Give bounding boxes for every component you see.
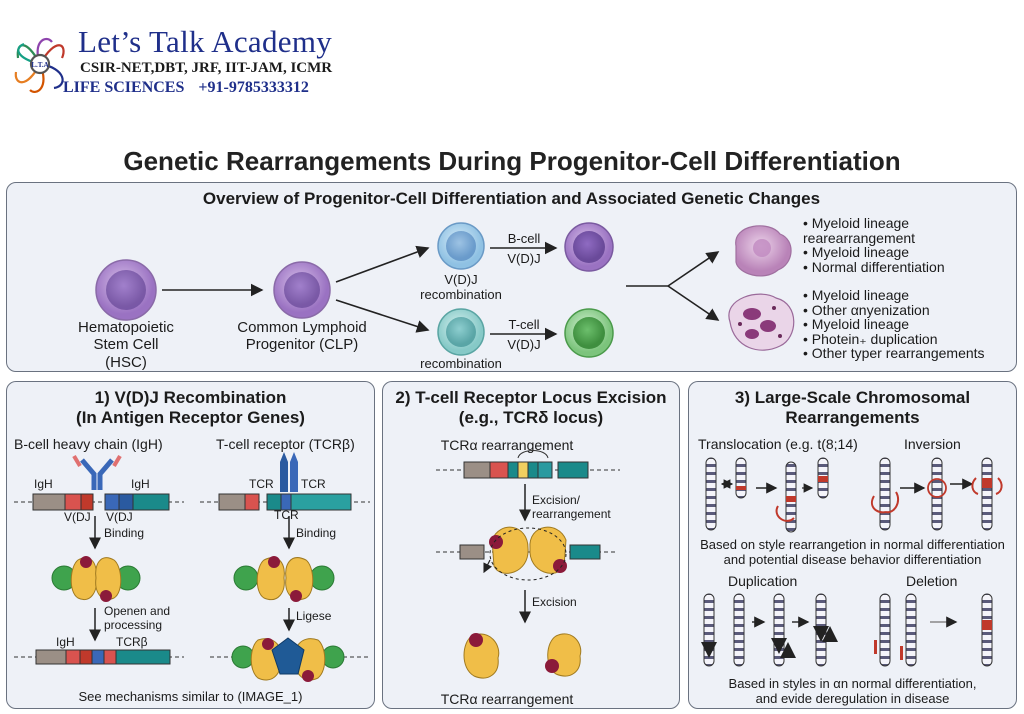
myeloid-cell-icon <box>735 225 792 277</box>
tcrb-label-bottom: TCRβ <box>116 635 148 649</box>
dna-segment-icon <box>436 450 620 479</box>
t-cell-label: T-cell <box>508 317 540 332</box>
list-item: Other typer rearrangements <box>803 346 985 361</box>
igh-label-bottom: IgH <box>56 635 75 649</box>
chromosome-icon <box>701 593 838 667</box>
chromosomal-bottom-caption: Based in styles in αn normal differentia… <box>728 676 977 706</box>
openen-label: Openen and processing <box>104 604 171 632</box>
binding-label-left: Binding <box>104 526 145 540</box>
vdj-panel-title: 1) V(D)J Recombination (In Antigen Recep… <box>76 388 305 427</box>
chromosome-icon <box>705 457 829 533</box>
tcra-bottom-label: TCRα rearrangement <box>440 691 574 707</box>
chromosome-icon <box>870 457 1003 531</box>
b-cell-label: B-cell <box>507 231 541 246</box>
recombination-label: recombination <box>420 356 502 371</box>
t-precursor-cell-icon <box>437 308 485 356</box>
svg-text:L.T.A: L.T.A <box>31 61 48 69</box>
ligese-label: Ligese <box>296 609 332 623</box>
vdj-panel-footer: See mechanisms similar to (IMAGE_1) <box>78 689 303 704</box>
arrow-icon <box>335 299 430 333</box>
recombinase-enzyme-icon <box>51 556 141 602</box>
dna-segment-icon <box>14 493 184 511</box>
duplication-label: Duplication <box>728 573 798 589</box>
vdj-label-left: V(DJ <box>64 510 91 524</box>
tcr-label-bottom: TCR <box>274 508 299 522</box>
tcr-receptor-icon <box>280 452 298 492</box>
clp-label: Common Lymphoid Progenitor (CLP) <box>237 319 367 354</box>
recombinase-enzyme-icon <box>233 556 335 602</box>
list-item: Photein₊ duplication <box>803 331 985 347</box>
deletion-label: Deletion <box>906 573 958 589</box>
ligase-enzyme-icon <box>210 637 370 682</box>
recombinase-enzyme-icon <box>463 633 582 679</box>
b-cell-icon <box>564 222 614 272</box>
chromosomal-panel-title: 3) Large-Scale Chromosomal Rearrangement… <box>734 388 971 427</box>
tcrb-heading: T-cell receptor (TCRβ) <box>216 436 355 452</box>
brand-subject: LIFE SCIENCES +91-9785333312 <box>63 79 309 97</box>
brand-name: Let’s Talk Academy <box>78 24 333 59</box>
list-item: Myeloid lineage <box>803 288 985 303</box>
igh-heading: B-cell heavy chain (IgH) <box>14 436 163 452</box>
t-vdj-label: V(D)J <box>507 337 541 352</box>
page-title: Genetic Rearrangements During Progenitor… <box>123 146 901 176</box>
tcr-label-right: TCR <box>301 477 326 491</box>
outcome-list-bottom: Myeloid lineage Other αnyenization Myelo… <box>803 288 985 361</box>
t-cell-icon <box>564 308 614 358</box>
hsc-cell-icon <box>95 259 157 321</box>
arrow-icon <box>335 245 430 283</box>
vdj-recombination-label: V(D)J recombination <box>420 272 502 302</box>
tcra-top-label: TCRα rearrangement <box>440 437 574 453</box>
excision-label: Excision <box>532 595 577 609</box>
granulocyte-cell-icon <box>728 293 795 351</box>
outcome-list-top: Myeloid lineage rearearrangement Myeloid… <box>803 216 945 274</box>
list-item: Myeloid lineage rearearrangement <box>803 216 945 245</box>
brand-subject-label: LIFE SCIENCES <box>63 79 185 96</box>
igh-label-right: IgH <box>131 477 150 491</box>
lta-emblem-icon: L.T.A <box>14 37 65 93</box>
hsc-label: Hematopoietic Stem Cell (HSC) <box>78 319 174 371</box>
list-item: Myeloid lineage <box>803 317 985 332</box>
excision-panel-title: 2) T-cell Receptor Locus Excision (e.g.,… <box>395 388 667 427</box>
antibody-icon <box>72 454 122 490</box>
list-item: Normal differentiation <box>803 259 945 275</box>
binding-label-right: Binding <box>296 526 337 540</box>
overview-title: Overview of Progenitor-Cell Differentiat… <box>202 189 821 208</box>
b-precursor-cell-icon <box>437 222 485 270</box>
chromosome-icon <box>874 593 993 667</box>
tcr-label-left: TCR <box>249 477 274 491</box>
clp-cell-icon <box>273 261 331 319</box>
igh-label-left: IgH <box>34 477 53 491</box>
arrow-icon <box>667 285 720 321</box>
excision-loop-icon <box>436 526 616 581</box>
b-vdj-label: V(D)J <box>507 251 541 266</box>
list-item: Myeloid lineage <box>803 245 945 260</box>
brand-exams: CSIR-NET,DBT, JRF, IIT-JAM, ICMR <box>80 60 333 76</box>
translocation-label: Translocation (e.g. t(8;14) <box>698 436 858 452</box>
vdj-label-right: V(DJ <box>106 510 133 524</box>
dna-segment-icon <box>200 493 370 511</box>
chromosomal-mid-caption: Based on style rearrangetion in normal d… <box>700 537 1005 567</box>
excision-rearrangement-label: Excision/ rearrangement <box>532 493 611 521</box>
brand-phone: +91-9785333312 <box>198 79 309 96</box>
dna-segment-icon <box>14 649 184 665</box>
list-item: Other αnyenization <box>803 302 985 318</box>
inversion-label: Inversion <box>904 436 961 452</box>
